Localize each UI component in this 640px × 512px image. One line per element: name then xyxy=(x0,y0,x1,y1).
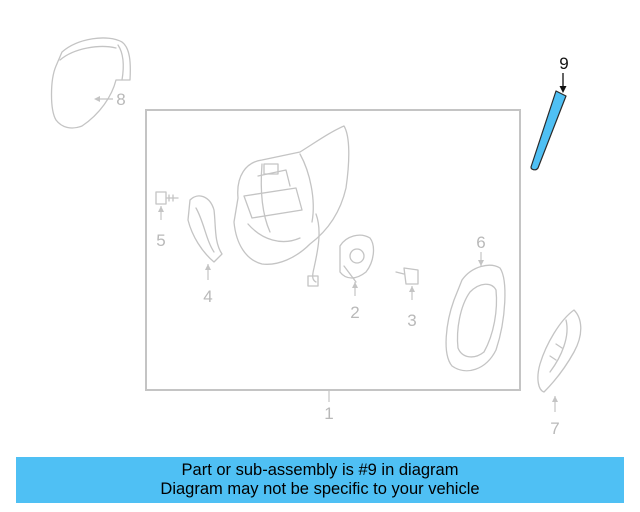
part-1-mirror-housing[interactable] xyxy=(233,125,350,287)
callout-4[interactable]: 4 xyxy=(203,287,212,306)
arrow-5 xyxy=(158,206,164,212)
assembly-frame xyxy=(145,109,521,391)
callout-3[interactable]: 3 xyxy=(407,311,416,330)
part-7-lower-cover[interactable] xyxy=(537,309,582,393)
callout-7[interactable]: 7 xyxy=(550,419,559,438)
part-9-trim-strip[interactable] xyxy=(530,90,567,171)
part-4-bracket[interactable] xyxy=(187,195,223,263)
banner-line-disclaimer: Diagram may not be specific to your vehi… xyxy=(160,480,480,498)
banner-line-part: Part or sub-assembly is #9 in diagram xyxy=(181,461,459,479)
part-2-actuator[interactable] xyxy=(339,234,375,283)
arrow-8 xyxy=(94,96,100,102)
part-6-mirror-glass[interactable] xyxy=(445,264,506,372)
callout-2[interactable]: 2 xyxy=(350,303,359,322)
callout-8[interactable]: 8 xyxy=(116,90,125,109)
arrow-9 xyxy=(559,86,567,93)
arrow-6 xyxy=(478,260,484,266)
arrow-4 xyxy=(205,264,211,270)
callout-9[interactable]: 9 xyxy=(559,54,568,73)
arrow-3 xyxy=(409,286,415,292)
callout-5[interactable]: 5 xyxy=(156,231,165,250)
callout-1[interactable]: 1 xyxy=(324,404,333,423)
part-info-banner: Part or sub-assembly is #9 in diagram Di… xyxy=(16,457,624,503)
arrow-7 xyxy=(552,396,558,402)
part-8-mirror-cover[interactable] xyxy=(50,37,131,129)
part-5-screw[interactable] xyxy=(155,191,179,205)
arrow-2 xyxy=(352,282,358,288)
part-3-screw[interactable] xyxy=(395,267,419,285)
callout-6[interactable]: 6 xyxy=(476,233,485,252)
